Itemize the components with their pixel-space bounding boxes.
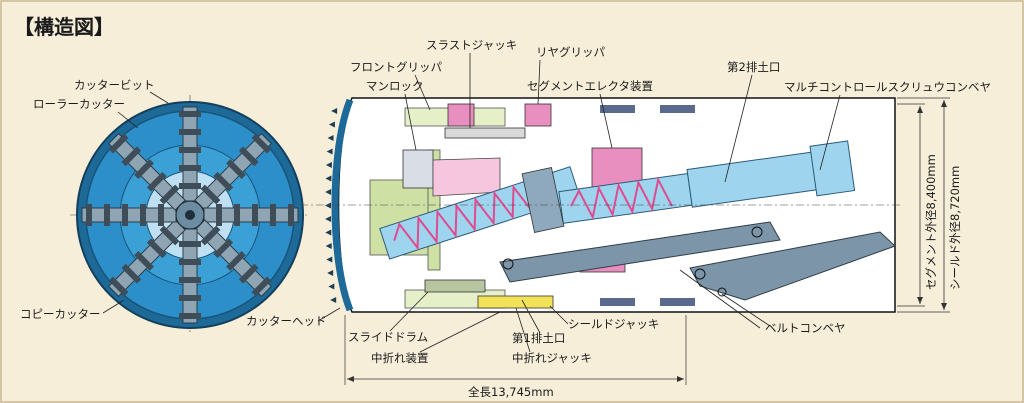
cutter-bit [325, 175, 332, 182]
label-mid-fold-jack: 中折れジャッキ [512, 351, 592, 365]
label-copy-cutter: コピーカッター [20, 307, 101, 321]
cutter-spoke [81, 204, 177, 226]
label-slide-drum: スライドドラム [348, 330, 428, 344]
label-belt-conveyor: ベルトコンベヤ [765, 321, 846, 335]
cutter-bit [325, 229, 332, 236]
side-view-labels: スラストジャッキ リヤグリッパ フロントグリッパ マンロック セグメントエレクタ… [246, 38, 991, 365]
diagram-title: 【構造図】 [14, 15, 114, 39]
cutter-bit [325, 216, 332, 222]
cutter-spoke [194, 132, 273, 211]
cutter-spoke [107, 219, 186, 298]
cutter-bit [325, 189, 332, 195]
label-total-length: 全長13,745mm [468, 385, 554, 399]
label-shield-od: シールド外径8,720mm [948, 166, 962, 290]
label-front-gripper: フロントグリッパ [350, 60, 442, 74]
label-mid-fold-device: 中折れ装置 [371, 351, 429, 365]
cutter-spoke [179, 106, 201, 202]
label-roller-cutter: ローラーカッター [33, 97, 125, 111]
cutter-bit [325, 162, 332, 168]
cutter-bit [327, 270, 334, 276]
label-thrust-jack: スラストジャッキ [426, 38, 517, 52]
cutter-front-view [70, 95, 310, 335]
label-cutter-head: カッターヘッド [246, 314, 327, 328]
cutter-bit [327, 135, 334, 141]
label-shield-jack: シールドジャッキ [568, 317, 659, 331]
label-rear-gripper: リヤグリッパ [536, 45, 605, 59]
label-multi-screw-conveyor: マルチコントロールスクリュウコンベヤ [784, 80, 991, 94]
cutter-bit [330, 297, 337, 303]
cutter-bit [331, 108, 338, 114]
label-cutter-bit: カッタービット [74, 78, 155, 92]
dimension-lines: 全長13,745mm セグメント外径8,400mm シールド外径8,720mm [344, 97, 962, 399]
cutter-bit [328, 283, 335, 290]
label-segment-od: セグメント外径8,400mm [924, 154, 938, 290]
cutter-spoke [194, 219, 273, 298]
label-second-outlet: 第2排土口 [727, 60, 780, 74]
label-segment-erector: セグメントエレクタ装置 [527, 79, 653, 93]
cutter-bit [328, 121, 335, 128]
shield-side-view [300, 97, 900, 313]
cutter-spoke [203, 204, 299, 226]
cutter-bit [326, 256, 333, 263]
label-first-outlet: 第1排土口 [512, 331, 565, 345]
cutter-bit [326, 148, 333, 155]
front-view-labels: カッタービット ローラーカッター コピーカッター [20, 78, 169, 321]
cutter-bit [325, 202, 332, 209]
cutter-spoke [179, 228, 201, 324]
cutter-bit [325, 243, 332, 249]
label-man-lock: マンロック [366, 79, 424, 93]
cutter-head-bits [325, 108, 338, 303]
